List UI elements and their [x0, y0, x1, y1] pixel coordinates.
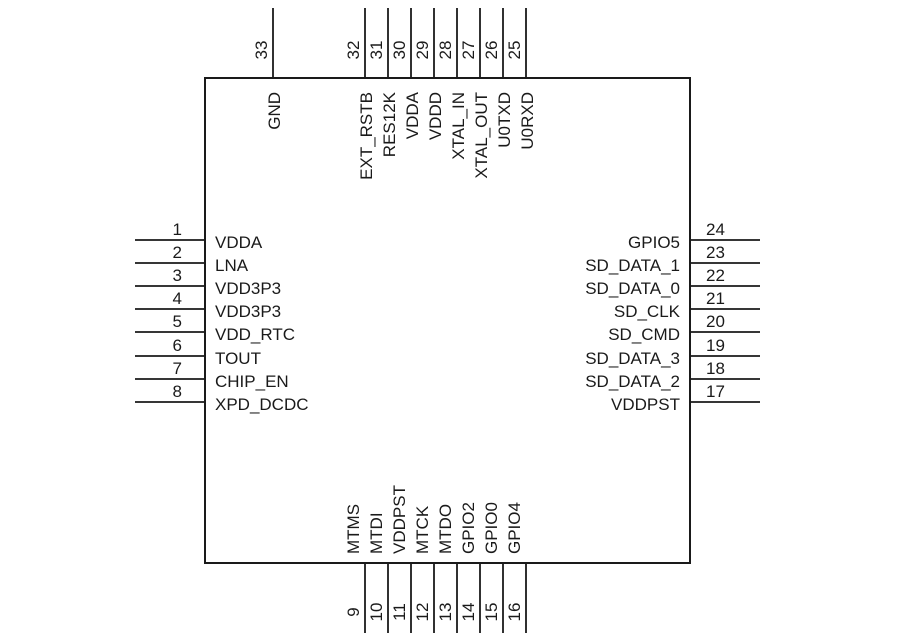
pin-18-label: SD_DATA_2	[585, 372, 680, 391]
pin-7-label: CHIP_EN	[215, 372, 289, 391]
pin-19-number: 19	[706, 336, 725, 355]
pin-17-number: 17	[706, 382, 725, 401]
pin-15-label: GPIO0	[482, 502, 501, 554]
pin-8-label: XPD_DCDC	[215, 395, 309, 414]
pin-33-label: GND	[265, 92, 284, 130]
pin-32-number: 32	[344, 41, 363, 60]
pin-28-label: XTAL_IN	[449, 92, 468, 160]
pin-1-label: VDDA	[215, 233, 263, 252]
pin-6-number: 6	[173, 336, 182, 355]
pin-32-label: EXT_RSTB	[357, 92, 376, 180]
pin-17-label: VDDPST	[611, 395, 680, 414]
pin-1-number: 1	[173, 220, 182, 239]
pin-31-label: RES12K	[380, 91, 399, 157]
pin-21-label: SD_CLK	[614, 302, 681, 321]
pin-19-label: SD_DATA_3	[585, 349, 680, 368]
pin-25-label: U0RXD	[518, 92, 537, 150]
pin-23-label: SD_DATA_1	[585, 256, 680, 275]
pin-5-label: VDD_RTC	[215, 325, 295, 344]
pin-11-number: 11	[390, 603, 409, 621]
pin-28-number: 28	[436, 41, 455, 60]
pin-11-label: VDDPST	[390, 485, 409, 554]
pin-9-number: 9	[344, 607, 363, 616]
pin-6-label: TOUT	[215, 349, 261, 368]
pin-14-label: GPIO2	[459, 502, 478, 554]
pin-12-label: MTCK	[413, 505, 432, 554]
pin-8-number: 8	[173, 382, 182, 401]
pin-33-number: 33	[252, 41, 271, 60]
pin-26-label: U0TXD	[495, 92, 514, 148]
pin-22-label: SD_DATA_0	[585, 279, 680, 298]
pin-10-label: MTDI	[367, 512, 386, 554]
pin-16-label: GPIO4	[505, 502, 524, 554]
pin-24-label: GPIO5	[628, 233, 680, 252]
pin-9-label: MTMS	[344, 504, 363, 554]
pin-4-number: 4	[173, 289, 182, 308]
pin-30-label: VDDA	[403, 91, 422, 139]
pin-7-number: 7	[173, 359, 182, 378]
pin-20-number: 20	[706, 312, 725, 331]
pin-23-number: 23	[706, 243, 725, 262]
pin-2-number: 2	[173, 243, 182, 262]
pin-3-label: VDD3P3	[215, 279, 281, 298]
pin-24-number: 24	[706, 220, 725, 239]
pin-layer: 1VDDA2LNA3VDD3P34VDD3P35VDD_RTC6TOUT7CHI…	[135, 8, 760, 633]
pin-29-number: 29	[413, 41, 432, 60]
pin-16-number: 16	[505, 603, 524, 622]
pin-22-number: 22	[706, 266, 725, 285]
pin-20-label: SD_CMD	[608, 325, 680, 344]
pin-15-number: 15	[482, 603, 501, 622]
pin-3-number: 3	[173, 266, 182, 285]
pin-25-number: 25	[505, 41, 524, 60]
chip-body	[204, 77, 691, 564]
pin-27-label: XTAL_OUT	[472, 92, 491, 179]
pin-18-number: 18	[706, 359, 725, 378]
pin-14-number: 14	[459, 603, 478, 622]
pin-2-label: LNA	[215, 256, 249, 275]
pin-10-number: 10	[367, 603, 386, 622]
pin-26-number: 26	[482, 41, 501, 60]
pin-30-number: 30	[390, 41, 409, 60]
pin-21-number: 21	[706, 289, 725, 308]
pin-12-number: 12	[413, 603, 432, 622]
pin-13-number: 13	[436, 603, 455, 622]
pin-31-number: 31	[367, 41, 386, 60]
pin-5-number: 5	[173, 312, 182, 331]
pin-27-number: 27	[459, 41, 478, 60]
pin-13-label: MTDO	[436, 504, 455, 554]
pin-29-label: VDDD	[426, 92, 445, 140]
pin-4-label: VDD3P3	[215, 302, 281, 321]
